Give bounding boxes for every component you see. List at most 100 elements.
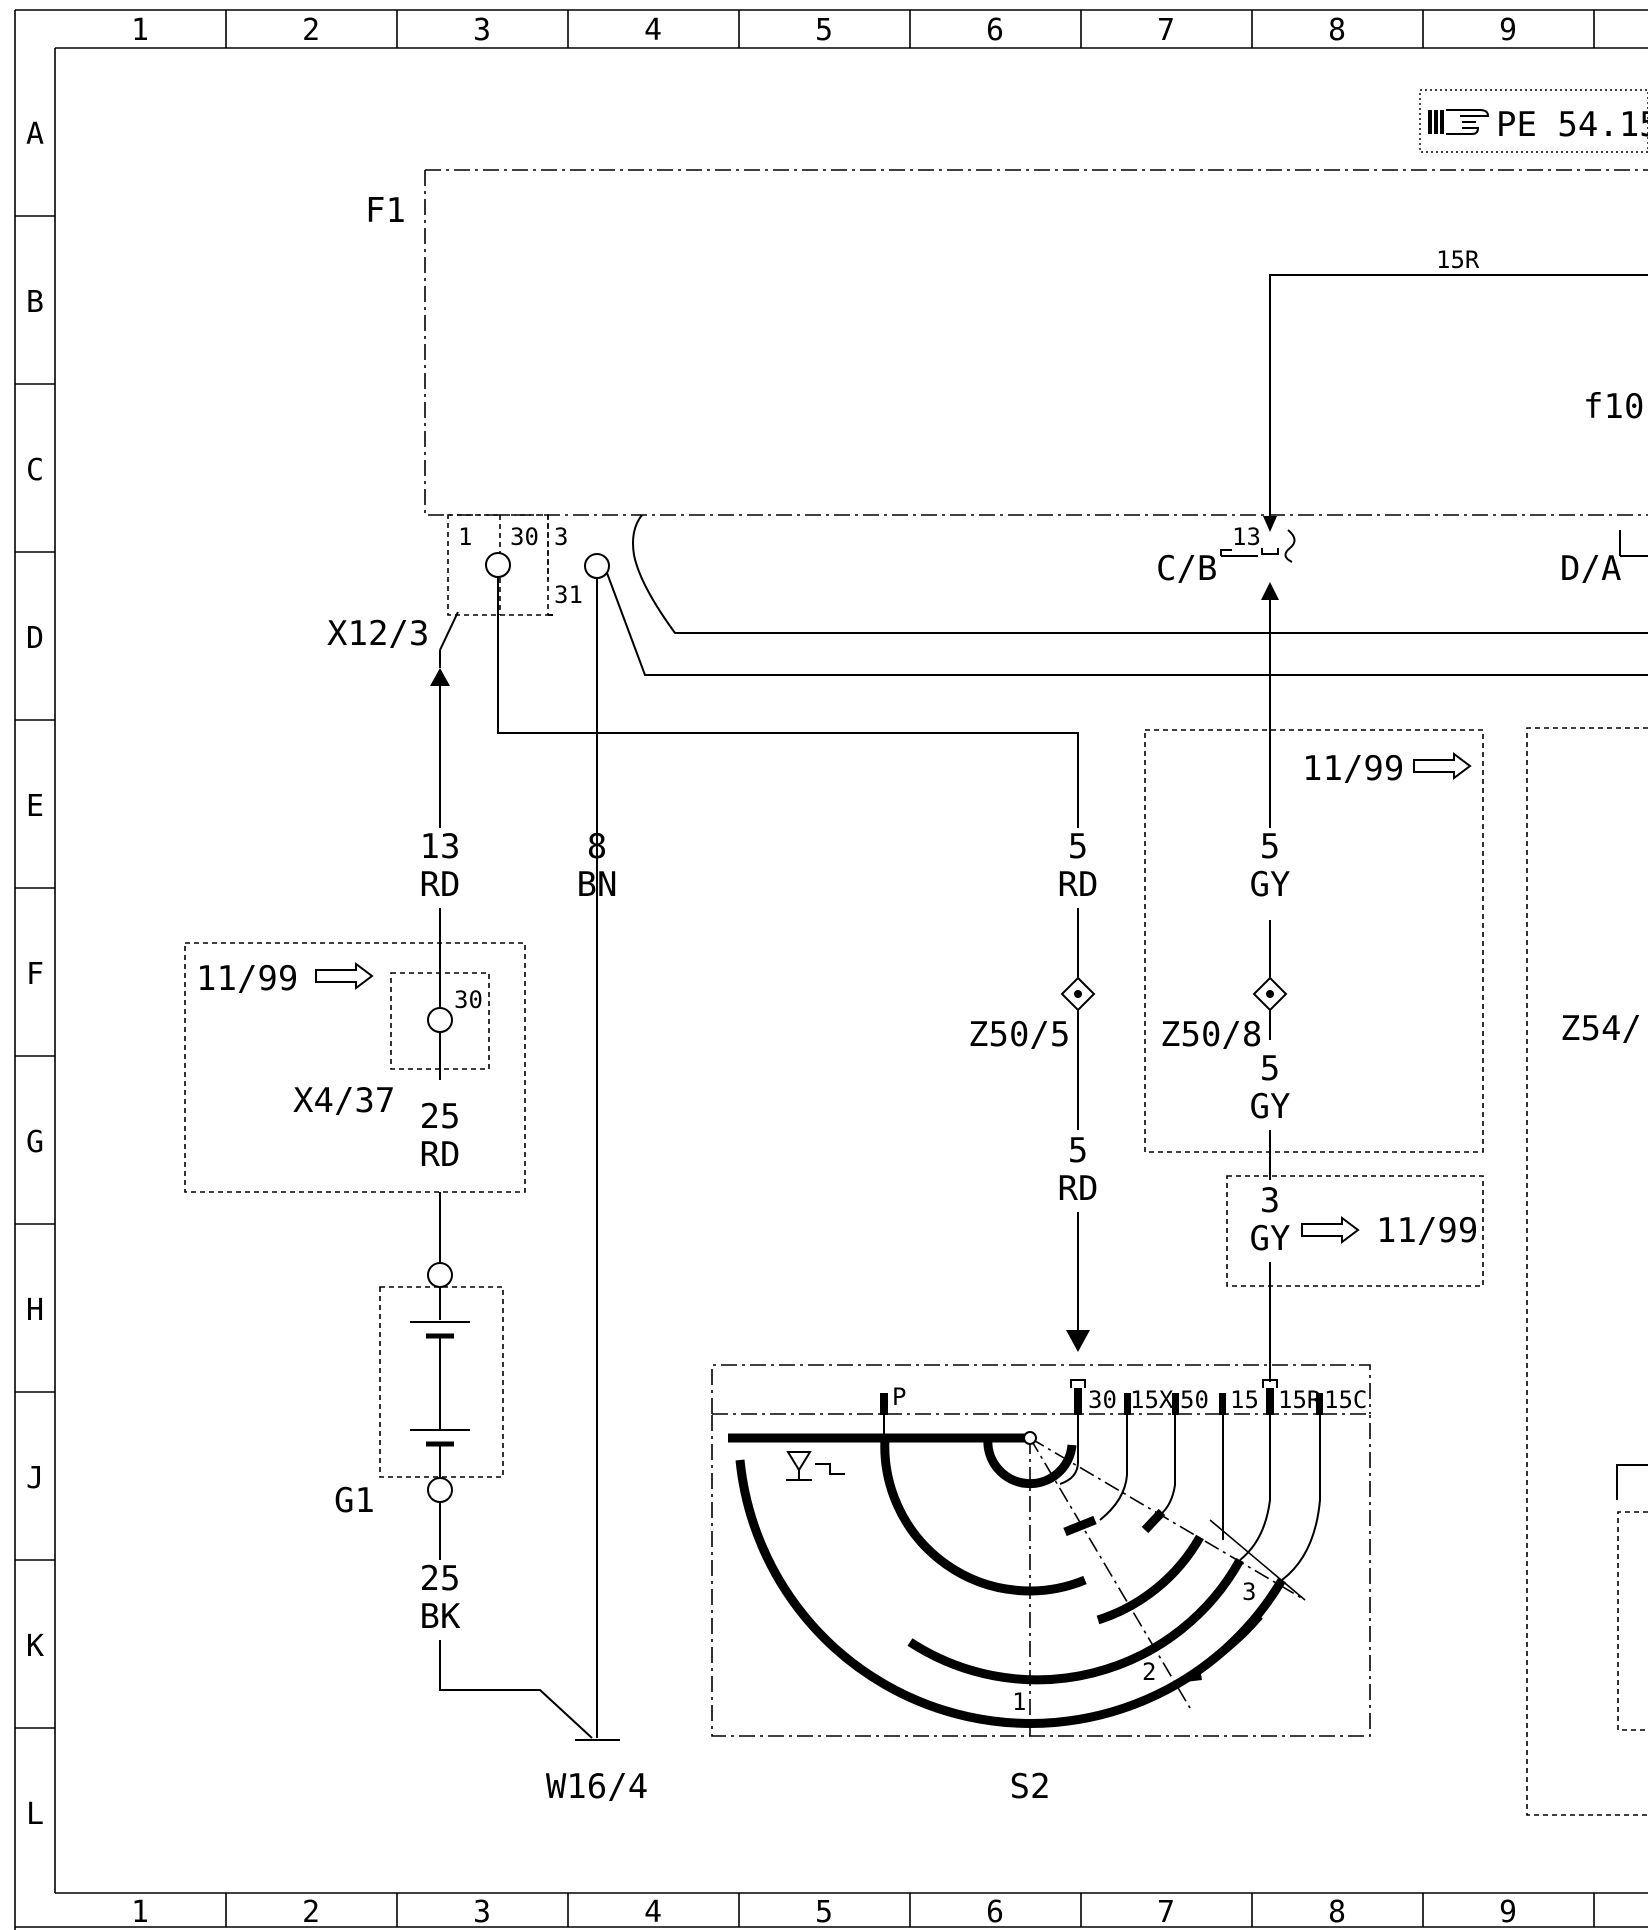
- z54-label: Z54/: [1560, 1009, 1642, 1049]
- variant-arrow-icon-2: [1413, 752, 1472, 780]
- f1-pin-3: 3: [554, 523, 568, 551]
- row-label-k: K: [26, 1629, 44, 1664]
- z50-5-label: Z50/5: [968, 1015, 1070, 1055]
- col-label-2: 2: [302, 13, 320, 48]
- f1-pin-block: 1 30 3 31: [447, 514, 610, 616]
- wire-8-size: 8: [587, 827, 607, 867]
- reference-box: PE 54.15: [1419, 89, 1648, 153]
- x4-37-terminal: [427, 1007, 453, 1033]
- variant-arrow-icon-3: [1301, 1216, 1360, 1244]
- col-label-3: 3: [473, 13, 491, 48]
- f1-pin-30: 30: [510, 523, 539, 551]
- col-label-5-bottom: 5: [815, 1895, 833, 1930]
- row-label-f: F: [26, 957, 44, 992]
- f1-box: F1 f10: [365, 169, 1648, 516]
- battery-g1: G1 25 BK: [334, 1262, 593, 1739]
- wire-5c-size: 5: [1260, 827, 1280, 867]
- g1-label: G1: [334, 1481, 375, 1521]
- s2-terminal-p: P: [892, 1383, 906, 1411]
- f1-label: F1: [365, 191, 406, 231]
- col-label-8-bottom: 8: [1328, 1895, 1346, 1930]
- col-label-3-bottom: 3: [473, 1895, 491, 1930]
- wire-5b-color: RD: [1058, 1169, 1099, 1209]
- col-label-4: 4: [644, 13, 662, 48]
- row-label-h: H: [26, 1293, 44, 1328]
- z50-5-splice: 5 RD Z50/5 5 RD: [968, 827, 1098, 1352]
- column-ticks: [225, 10, 1595, 1927]
- drawing-frame: [14, 9, 1648, 1930]
- wire-15r-label: 15R: [1436, 246, 1480, 274]
- wire-5c-color: GY: [1250, 865, 1291, 905]
- col-label-8: 8: [1328, 13, 1346, 48]
- row-label-a: A: [26, 117, 44, 152]
- col-label-9: 9: [1499, 13, 1517, 48]
- s2-terminal-15x: 15X: [1130, 1386, 1174, 1414]
- col-label-2-bottom: 2: [302, 1895, 320, 1930]
- f1-pin-1: 1: [458, 523, 472, 551]
- x4-37-pin-30: 30: [454, 986, 483, 1014]
- wire-13-size: 13: [420, 827, 461, 867]
- f1-terminal-30: [485, 552, 511, 578]
- variant-label-3: 11/99: [1376, 1211, 1478, 1251]
- wire-13-color: RD: [420, 865, 461, 905]
- gy3-variant-box: 3 GY 11/99: [1226, 1175, 1484, 1382]
- wire-25b-size: 25: [420, 1559, 461, 1599]
- z54-box: Z54/: [1526, 727, 1648, 1816]
- col-label-7: 7: [1157, 13, 1175, 48]
- wire-3-size: 3: [1260, 1181, 1280, 1221]
- da-label: D/A: [1560, 549, 1621, 589]
- wire-25a-color: RD: [420, 1135, 461, 1175]
- variant-arrow-icon: [315, 962, 374, 990]
- col-label-1: 1: [131, 13, 149, 48]
- wire-5a-size: 5: [1068, 827, 1088, 867]
- wire-5a-color: RD: [1058, 865, 1099, 905]
- cb-label: C/B: [1156, 549, 1217, 589]
- col-label-9-bottom: 9: [1499, 1895, 1517, 1930]
- x12-3-label: X12/3: [327, 614, 429, 654]
- x4-37-variant-box: 11/99 30 X4/37 25 RD: [184, 942, 526, 1262]
- column-labels: 1 2 3 4 5 6 7 8 9 1 2 3 4 5 6 7 8 9: [131, 13, 1517, 1930]
- col-label-5: 5: [815, 13, 833, 48]
- wire-25b-color: BK: [420, 1597, 461, 1637]
- f10-label: f10: [1583, 387, 1644, 427]
- s2-pivot: [1023, 1431, 1037, 1445]
- cb-connector: C/B 13 D/A: [1156, 523, 1648, 600]
- row-label-g: G: [26, 1125, 44, 1160]
- wire-25a-size: 25: [420, 1097, 461, 1137]
- z50-8-variant-box: 11/99 5 GY Z50/8 5 GY: [1144, 600, 1484, 1180]
- wire-8-color: BN: [577, 865, 618, 905]
- z50-8-label: Z50/8: [1160, 1015, 1262, 1055]
- row-label-l: L: [26, 1797, 44, 1832]
- s2-position-3: 3: [1242, 1578, 1256, 1606]
- row-label-j: J: [26, 1461, 44, 1496]
- ignition-switch-s2: S2 P 30 15X 50 15 15R 15C: [711, 1364, 1371, 1807]
- s2-terminal-15c: 15C: [1324, 1386, 1367, 1414]
- s2-label: S2: [1010, 1767, 1051, 1807]
- row-label-b: B: [26, 285, 44, 320]
- s2-position-2: 2: [1142, 1658, 1156, 1686]
- g1-terminal-bottom: [427, 1477, 453, 1503]
- cb-pin-13: 13: [1232, 523, 1261, 551]
- ground-w16-4: W16/4: [546, 1739, 648, 1807]
- s2-terminal-30: 30: [1088, 1386, 1117, 1414]
- f1-terminal-31: [584, 553, 610, 579]
- row-label-e: E: [26, 789, 44, 824]
- row-ticks: [15, 215, 55, 1729]
- col-label-7-bottom: 7: [1157, 1895, 1175, 1930]
- wire-15r: 15R: [1263, 246, 1648, 532]
- s2-position-1: 1: [1012, 1688, 1026, 1716]
- s2-terminal-15r: 15R: [1278, 1386, 1322, 1414]
- s2-terminal-lugs: [880, 1379, 1323, 1415]
- wire-5d-size: 5: [1260, 1049, 1280, 1089]
- pointing-hand-icon: [1428, 109, 1490, 135]
- col-label-6: 6: [986, 13, 1004, 48]
- col-label-4-bottom: 4: [644, 1895, 662, 1930]
- row-labels: A B C D E F G H J K L: [26, 117, 44, 1832]
- f1-wires: [439, 514, 1648, 1738]
- w16-4-label: W16/4: [546, 1767, 648, 1807]
- variant-label-1: 11/99: [196, 959, 298, 999]
- reference-label: PE 54.15: [1496, 105, 1648, 145]
- f1-pin-31: 31: [554, 581, 583, 609]
- s2-terminal-50: 50: [1180, 1386, 1209, 1414]
